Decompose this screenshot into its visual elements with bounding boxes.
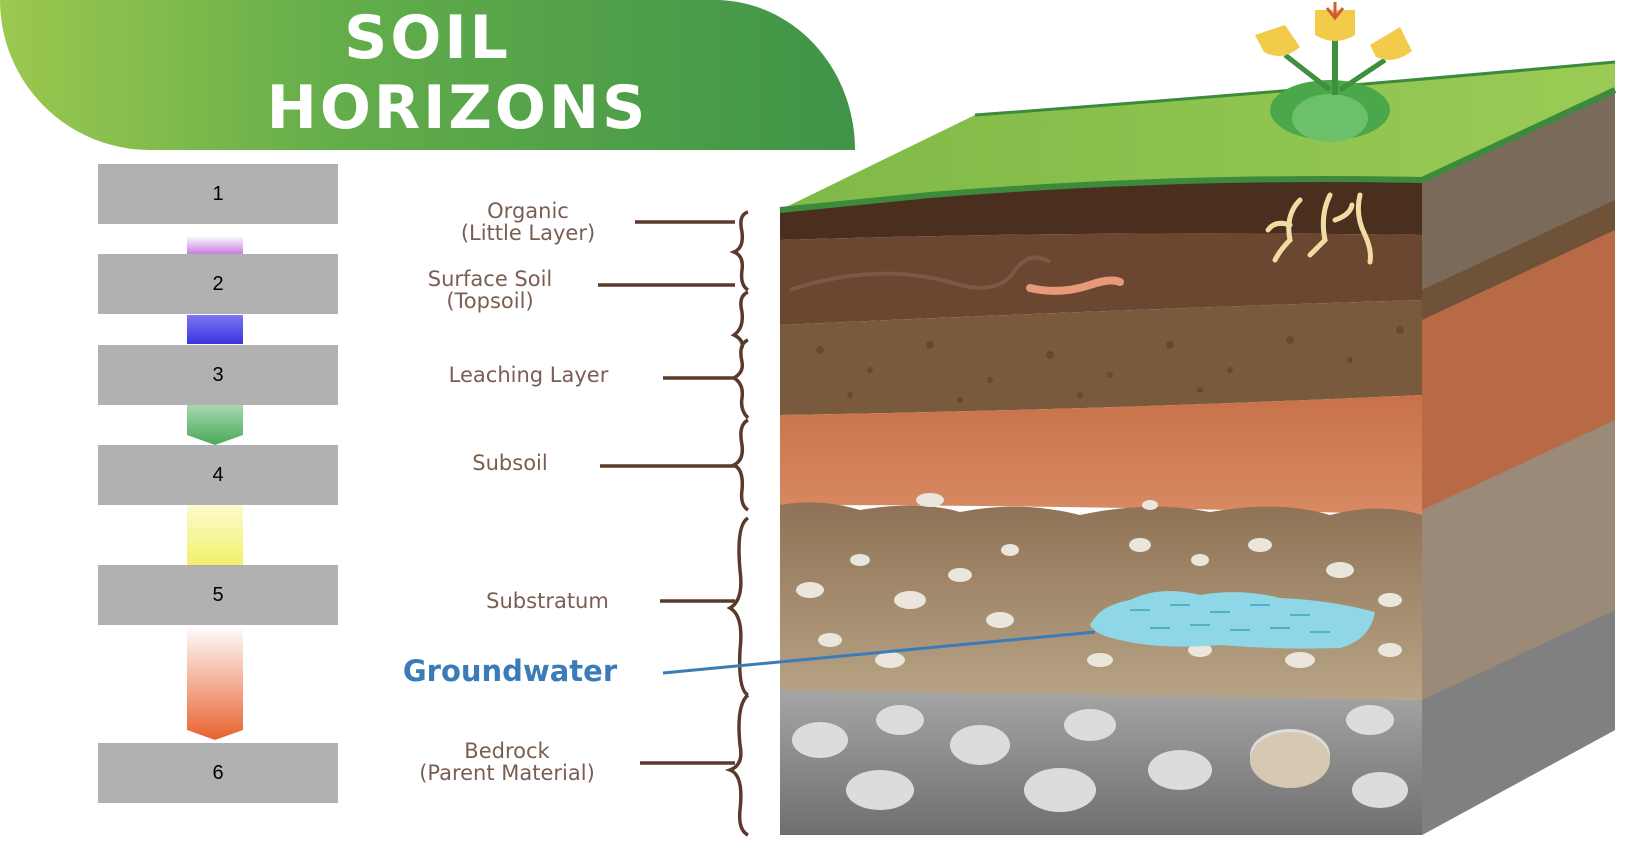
substratum-pebbles [796,493,1402,668]
groundwater-leader [662,630,1096,675]
number-box-1: 1 [98,164,338,224]
layer-substratum [780,502,1422,700]
grass-edge [779,87,1617,213]
layer-bedrock [780,690,1422,835]
label-organic: Organic (Little Layer) [460,199,596,245]
number-box-5: 5 [98,565,338,625]
arrow-3-4 [187,405,243,445]
title-line-1: SOIL [344,3,511,73]
worm-icon [1026,276,1124,295]
layer-subsoil [780,395,1422,515]
bedrock-tan-stone [1250,732,1330,788]
arrow-1-2 [187,236,243,254]
grass-back-edge [974,60,1616,117]
root-tendril [789,255,1052,292]
number-box-4: 4 [98,445,338,505]
groundwater-ripples [1130,604,1330,633]
label-substratum: Substratum [486,589,609,613]
grass-surface [780,62,1615,210]
arrow-2-3 [187,315,243,344]
number-box-6: 6 [98,743,338,803]
label-groundwater: Groundwater [402,654,618,688]
arrow-4-5 [187,505,243,565]
arrow-5-6 [187,625,243,740]
number-box-2: 2 [98,254,338,314]
flower-icon [1255,2,1412,142]
side-bedrock [1422,610,1615,835]
title-line-2: HORIZONS [266,73,649,143]
layer-leaching [780,300,1422,415]
brace-icon [598,210,750,837]
label-bedrock: Bedrock (Parent Material) [419,739,595,785]
label-surface-soil: Surface Soil (Topsoil) [427,267,553,313]
leaching-texture [816,326,1404,403]
number-box-3: 3 [98,345,338,405]
label-subsoil: Subsoil [472,451,548,475]
groundwater-pool [1090,591,1375,649]
title-banner: SOIL HORIZONS [0,0,855,150]
label-leaching: Leaching Layer [448,363,609,387]
roots-icon [1265,192,1373,265]
side-leaching [1422,200,1615,320]
